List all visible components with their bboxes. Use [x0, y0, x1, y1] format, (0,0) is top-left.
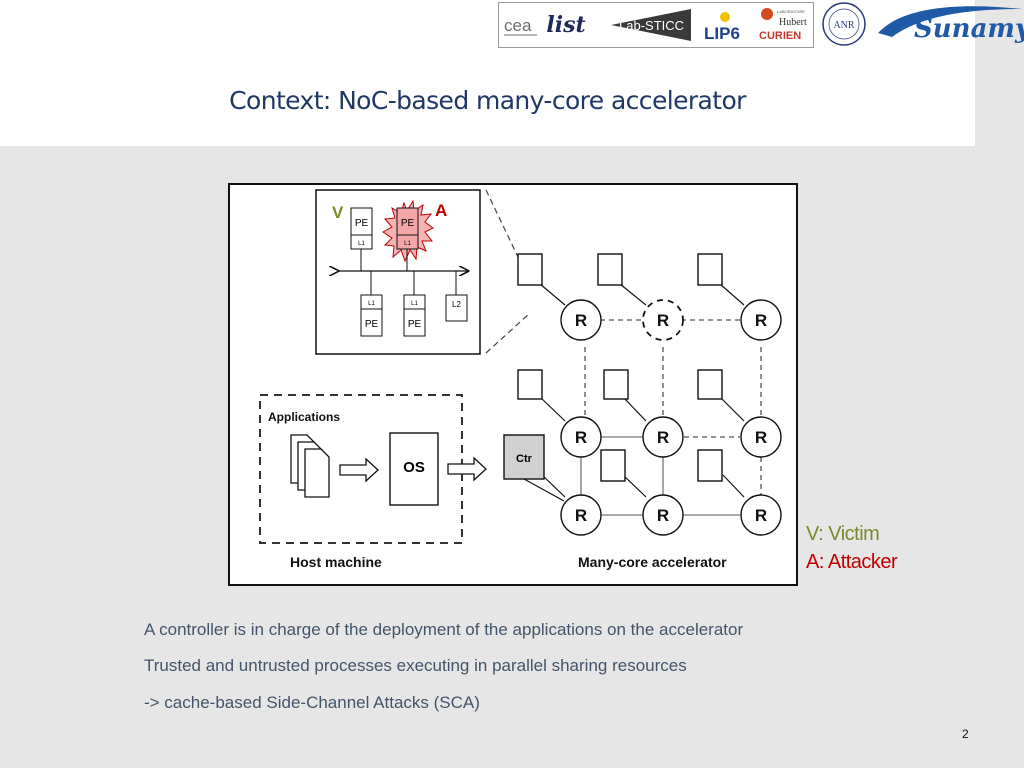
legend-attacker: A: Attacker — [806, 551, 898, 573]
router: R — [740, 416, 782, 458]
many-core-label: Many-core accelerator — [578, 554, 727, 570]
lip6-logo: LIP6 — [703, 3, 743, 47]
curien-hubert-text: Hubert — [779, 17, 807, 28]
list-logo-text: list — [546, 12, 586, 38]
bullet-1: A controller is in charge of the deploym… — [144, 620, 744, 639]
page-number: 2 — [962, 727, 969, 741]
router: R — [740, 494, 782, 536]
labsticc-logo-text: Lab-STICC — [619, 18, 684, 33]
lower-pe-1: L1 PE — [360, 294, 383, 337]
victim-pe: PE L1 — [350, 207, 373, 250]
router: R — [642, 494, 684, 536]
os-label: OS — [403, 459, 425, 476]
router-label: R — [575, 506, 587, 525]
host-machine-label: Host machine — [290, 554, 382, 570]
l2-cache: L2 — [445, 294, 468, 322]
router-label: R — [755, 428, 767, 447]
controller-label: Ctr — [516, 453, 533, 465]
router-label: R — [657, 506, 669, 525]
sunamy-logo: Sunamy — [874, 2, 1024, 46]
controller-block: Ctr — [503, 434, 545, 480]
cluster-inset: V A PE L1 PE L1 — [315, 189, 481, 355]
arrow-to-os-icon — [339, 457, 379, 483]
attacker-l1-label: L1 — [404, 241, 411, 247]
router: R — [560, 416, 602, 458]
os-block: OS — [389, 432, 439, 506]
victim-l1-label: L1 — [358, 241, 365, 247]
router-label: R — [657, 311, 669, 330]
router-label: R — [657, 428, 669, 447]
router: R — [560, 299, 602, 341]
router: R — [740, 299, 782, 341]
router-label: R — [755, 311, 767, 330]
lip6-logo-text: LIP6 — [704, 24, 740, 43]
arrow-to-controller-icon — [447, 456, 487, 482]
architecture-diagram: V A PE L1 PE L1 — [228, 183, 798, 586]
cea-logo-text: cea — [504, 16, 532, 35]
lower-pe-1-l1: L1 — [368, 301, 375, 307]
attacker-tag: A — [435, 201, 447, 220]
router-label: R — [575, 428, 587, 447]
cea-logo: cea — [503, 3, 539, 47]
router-label: R — [755, 506, 767, 525]
bullet-2: Trusted and untrusted processes executin… — [144, 656, 687, 675]
attacker-pe: PE L1 — [382, 199, 434, 263]
router: R — [642, 416, 684, 458]
victim-pe-label: PE — [355, 218, 369, 229]
victim-tag: V — [332, 203, 344, 222]
lower-pe-2: L1 PE — [403, 294, 426, 337]
sunamy-logo-text: Sunamy — [914, 14, 1024, 44]
anr-logo: ANR — [821, 2, 867, 46]
router-label: R — [575, 311, 587, 330]
lower-pe-1-label: PE — [365, 319, 379, 330]
curien-logo: LABORATOIRE Hubert CURIEN — [757, 3, 809, 47]
noc-mesh: Ctr R R R R R R R R R Many-core accelera… — [503, 253, 782, 570]
curien-name-text: CURIEN — [759, 30, 801, 42]
curien-lab-text: LABORATOIRE — [777, 9, 805, 14]
list-logo: list — [541, 3, 591, 47]
slide-header: cea list Lab-STICC LIP6 LABORATOIRE Hube… — [0, 0, 1024, 146]
router: R — [560, 494, 602, 536]
router-attacked: R — [642, 299, 684, 341]
host-machine: Applications OS Host machine — [259, 394, 487, 570]
l2-cache-label: L2 — [452, 300, 461, 309]
applications-label: Applications — [268, 410, 340, 424]
lower-pe-2-label: PE — [408, 319, 422, 330]
bullet-3: -> cache-based Side-Channel Attacks (SCA… — [144, 693, 480, 712]
lower-pe-2-l1: L1 — [411, 301, 418, 307]
applications-docs-icon — [290, 434, 330, 498]
labsticc-logo: Lab-STICC — [607, 3, 691, 47]
slide-title: Context: NoC-based many-core accelerator — [229, 86, 746, 115]
attacker-pe-label: PE — [401, 218, 415, 229]
legend-victim: V: Victim — [806, 523, 880, 545]
partner-logos: cea list Lab-STICC LIP6 LABORATOIRE Hube… — [498, 2, 814, 48]
anr-logo-text: ANR — [833, 20, 854, 31]
